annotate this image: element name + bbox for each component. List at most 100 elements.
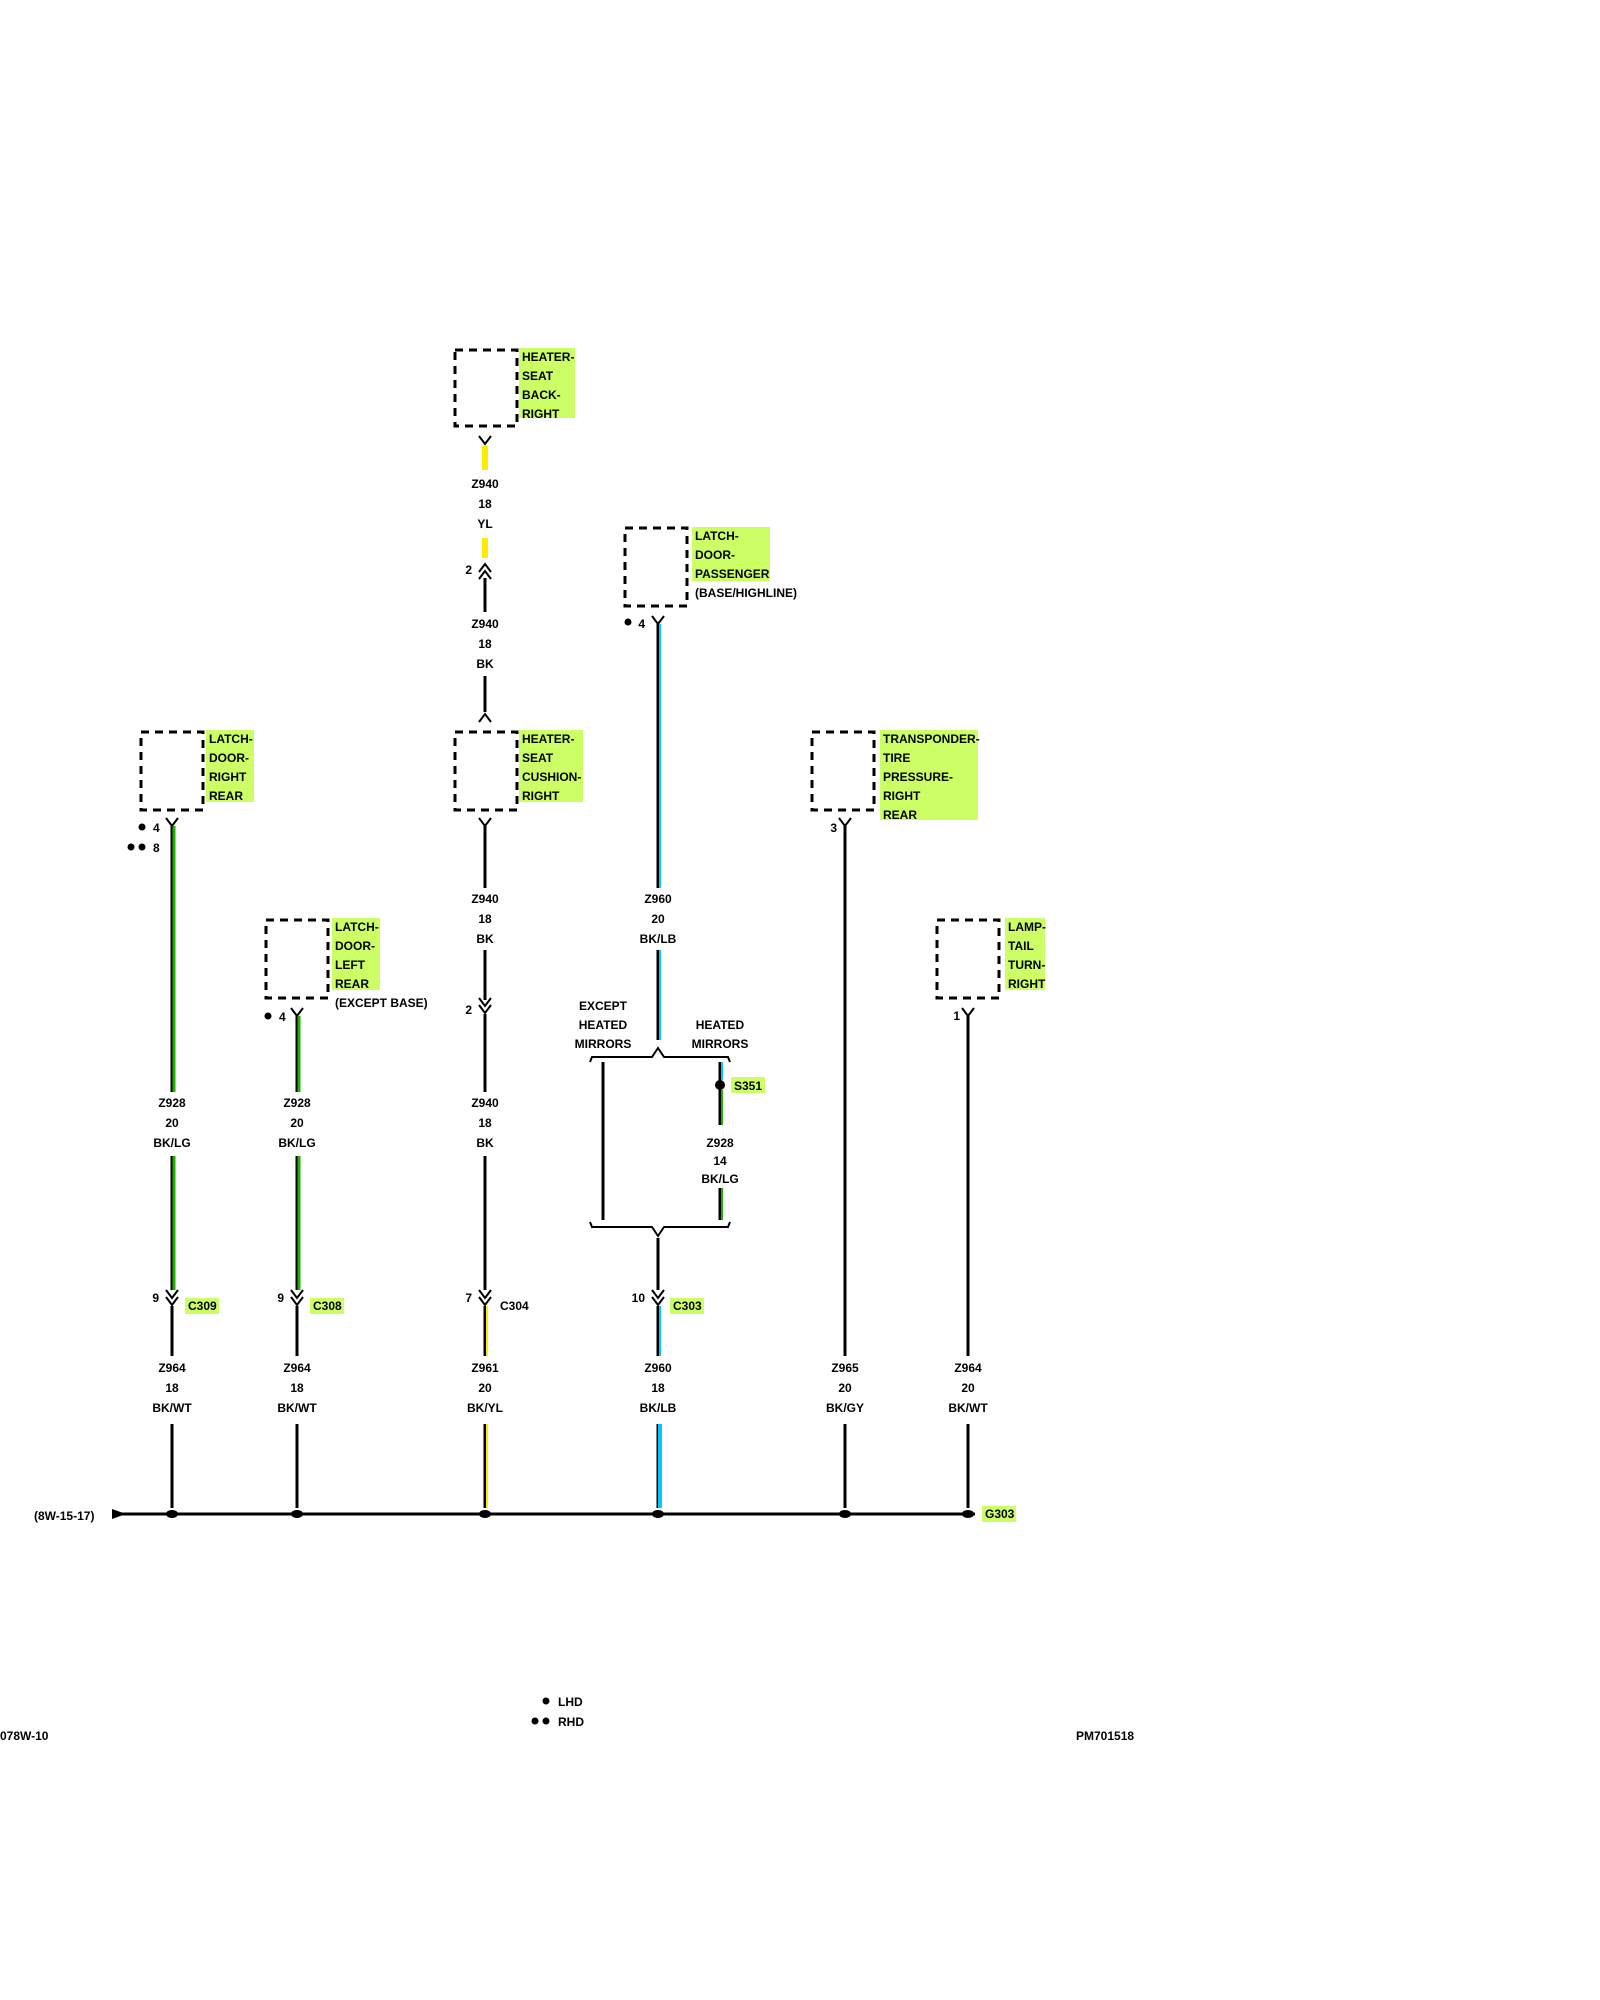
ground-node <box>839 1510 851 1518</box>
pin-number: 4 <box>279 1010 286 1024</box>
connector-pin-arrow <box>478 817 492 828</box>
heater-seat-cushion-right-box <box>453 730 519 812</box>
ground-node <box>962 1510 974 1518</box>
heater-seat-back-right-highlight <box>519 348 575 418</box>
heater-seat-back-right-box <box>453 348 519 428</box>
label-line: TIRE <box>883 751 910 765</box>
latch-door-passenger-box <box>623 526 689 608</box>
label-line: CUSHION- <box>522 770 581 784</box>
legend-lhd: LHD <box>558 1695 583 1709</box>
label-line: TURN- <box>1008 958 1045 972</box>
ground-id: G303 <box>985 1507 1015 1521</box>
rhd-dot <box>138 843 146 851</box>
legend: LHD RHD <box>531 1695 584 1729</box>
connector-arrow <box>290 1289 304 1307</box>
label-line: REAR <box>335 977 369 991</box>
label-line: PRESSURE- <box>883 770 953 784</box>
pin-number: 8 <box>153 841 160 855</box>
label-line: RIGHT <box>883 789 921 803</box>
lhd-dot <box>264 1012 272 1020</box>
label-line: RIGHT <box>522 789 560 803</box>
wire-z928-left-rear: 4 9 C308 <box>264 1007 344 1508</box>
footer-right-id: PM701518 <box>1076 1729 1134 1743</box>
lhd-dot-icon <box>542 1697 550 1705</box>
option-brace-top <box>589 1046 731 1063</box>
label-line: HEATER- <box>522 350 574 364</box>
label-line: SEAT <box>522 751 554 765</box>
ground-ref-label: (8W-15-17) <box>34 1509 94 1523</box>
pin-number: 2 <box>465 1003 472 1017</box>
label-line: RIGHT <box>522 407 560 421</box>
connector-id: C309 <box>188 1299 217 1313</box>
label-line: LEFT <box>335 958 366 972</box>
wire-z964-lamp: 1 <box>953 1007 975 1508</box>
label-line: LATCH- <box>335 920 379 934</box>
lamp-tail-turn-right-highlight <box>1005 918 1045 990</box>
ground-node <box>652 1510 664 1518</box>
option-brace-bottom <box>589 1221 731 1238</box>
transponder-box <box>810 730 876 812</box>
ground-bus: (8W-15-17) G303 <box>34 1506 1016 1523</box>
s351-highlight <box>731 1077 765 1093</box>
label-line: DOOR- <box>335 939 375 953</box>
label-line: LATCH- <box>695 529 739 543</box>
latch-door-right-rear-box <box>139 730 205 812</box>
pin-number: 3 <box>830 821 837 835</box>
pin-number: 9 <box>277 1291 284 1305</box>
latch-door-left-rear-box <box>264 918 330 1000</box>
wire-z965: 3 <box>830 817 852 1508</box>
rhd-dot-icon <box>531 1717 539 1725</box>
pin-number: 7 <box>465 1291 472 1305</box>
label-line: SEAT <box>522 369 554 383</box>
splice-id: S351 <box>734 1079 762 1093</box>
splice-s351-dot <box>715 1080 725 1090</box>
heater-seat-cushion-right-highlight <box>519 730 583 802</box>
ground-node <box>291 1510 303 1518</box>
c309-highlight <box>185 1298 219 1314</box>
label-line: DOOR- <box>209 751 249 765</box>
label-line: PASSENGER <box>695 567 770 581</box>
rhd-dot-icon <box>542 1717 550 1725</box>
label-line: LATCH- <box>209 732 253 746</box>
label-line: BACK- <box>522 388 561 402</box>
connector-arrow <box>165 1289 179 1307</box>
label-line: LAMP- <box>1008 920 1046 934</box>
pin-number: 1 <box>953 1009 960 1023</box>
transponder-highlight <box>880 730 978 820</box>
connector-id: C303 <box>673 1299 702 1313</box>
connector-id: C304 <box>500 1299 529 1313</box>
connector-arrow <box>651 1289 665 1307</box>
wire-z960: 4 S351 10 C303 <box>589 615 765 1508</box>
connector-pin-arrow <box>165 817 179 828</box>
label-line: RIGHT <box>1008 977 1046 991</box>
pin-number: 10 <box>632 1291 646 1305</box>
pin-number: 9 <box>152 1291 159 1305</box>
latch-door-passenger-highlight <box>692 527 770 581</box>
footer-left-id: 078W-10 <box>0 1729 49 1743</box>
connector-arrow <box>478 1289 492 1307</box>
connector-pin-arrow <box>290 1007 304 1018</box>
ground-node <box>166 1510 178 1518</box>
c303-highlight <box>670 1298 704 1314</box>
label-line: REAR <box>883 808 917 822</box>
